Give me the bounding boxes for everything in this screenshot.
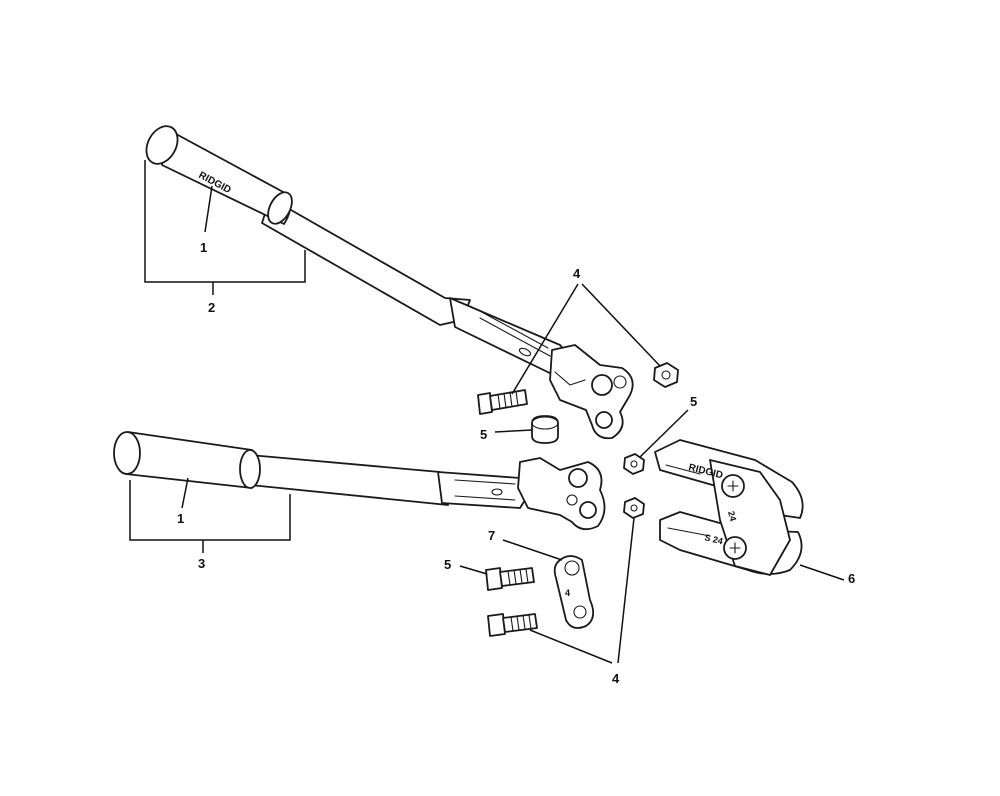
callout-nut-right: 5 — [690, 394, 697, 409]
callout-grip-lower: 1 — [177, 511, 184, 526]
link-plate: 4 — [553, 555, 595, 629]
link-stamp: 4 — [565, 588, 570, 598]
callout-link: 7 — [488, 528, 495, 543]
callout-spacer-left: 5 — [480, 427, 487, 442]
nut-upper — [653, 362, 679, 388]
callout-bolt-lower-small: 5 — [444, 557, 451, 572]
callout-nut-top: 4 — [573, 266, 581, 281]
bolt-lower-small — [485, 567, 535, 591]
callout-bolt-bottom: 4 — [612, 671, 620, 686]
nut-right-lower — [623, 497, 645, 519]
head-stamp-upper: 24 — [726, 510, 738, 522]
cutter-head: RIDGID 24 S 24 — [654, 439, 804, 576]
callout-handle-lower: 3 — [198, 556, 205, 571]
leader-lines — [129, 160, 845, 664]
bolt-bottom — [487, 613, 538, 637]
callout-grip-upper: 1 — [200, 240, 207, 255]
spacer-left — [531, 415, 559, 444]
callout-handle-upper: 2 — [208, 300, 215, 315]
lower-handle-assembly — [113, 431, 606, 531]
bolt-upper — [477, 389, 528, 415]
nut-right-upper — [623, 453, 645, 475]
head-stamp-lower: S 24 — [704, 532, 724, 546]
upper-handle-assembly: RIDGID — [145, 125, 634, 440]
callout-head: 6 — [848, 571, 855, 586]
callout-numbers: 1 2 4 5 5 1 3 7 5 6 4 — [177, 240, 855, 686]
